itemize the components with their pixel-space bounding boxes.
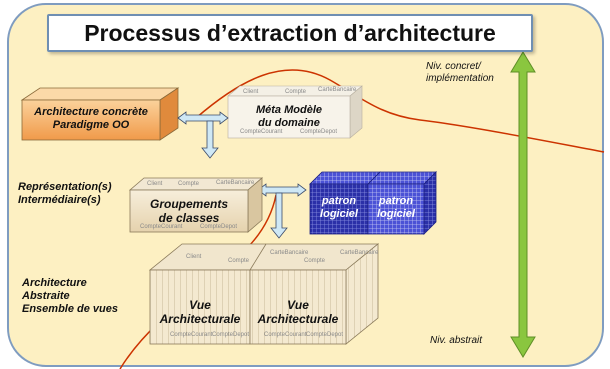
inner-label-grp-compte: Compte xyxy=(178,181,200,187)
scale-top-label: Niv. concret/ implémentation xyxy=(426,61,494,84)
groupements-label: Groupements de classes xyxy=(149,197,228,225)
inner-label-vue-client: Client xyxy=(186,254,202,260)
meta-model-label: Méta Modèle du domaine xyxy=(255,104,322,129)
inner-label-vue-courant: CompteCourant xyxy=(170,332,213,338)
groupements-cube xyxy=(128,177,264,233)
inner-label-vue-carte-2: CarteBancaire xyxy=(340,250,379,256)
inner-label-grp-carte: CarteBancaire xyxy=(216,180,255,186)
architecture-concrete-label: Architecture concrète Paradigme OO xyxy=(34,106,148,131)
architecture-abstraite-label: Architecture Abstraite Ensemble de vues xyxy=(22,277,118,315)
inner-label-vue-courant-2: CompteCourant xyxy=(264,332,307,338)
inner-label-vue-compte-2: Compte xyxy=(304,258,326,264)
representation-label: Représentation(s) Intermédiaire(s) xyxy=(18,181,112,206)
vue-architecturale-cube xyxy=(148,243,380,345)
patron-label-1: patron logiciel xyxy=(320,195,358,220)
connector-arrows xyxy=(177,111,307,239)
inner-label-vue-compte: Compte xyxy=(228,258,250,264)
inner-label-meta-depot: CompteDepot xyxy=(300,129,337,135)
inner-label-grp-client: Client xyxy=(147,181,163,187)
vue-label-1: Vue Architecturale xyxy=(159,298,241,326)
inner-label-vue-depot-2: CompteDepot xyxy=(306,332,343,338)
inner-label-meta-carte: CarteBancaire xyxy=(318,87,357,93)
inner-label-grp-courant: CompteCourant xyxy=(140,224,183,230)
meta-model-cube xyxy=(227,85,363,139)
inner-label-meta-courant: CompteCourant xyxy=(240,129,283,135)
inner-label-meta-client: Client xyxy=(243,89,259,95)
patron-cube-2 xyxy=(367,171,437,235)
diagram-title: Processus d’extraction d’architecture xyxy=(47,14,533,52)
inner-label-meta-compte: Compte xyxy=(285,89,307,95)
patron-label-2: patron logiciel xyxy=(377,195,415,220)
inner-label-vue-depot: CompteDepot xyxy=(212,332,249,338)
architecture-concrete-cube xyxy=(20,87,180,141)
inner-label-grp-depot: CompteDepot xyxy=(200,224,237,230)
boundary-curve xyxy=(195,69,605,153)
inner-label-vue-carte: CarteBancaire xyxy=(270,250,309,256)
vue-label-2: Vue Architecturale xyxy=(257,298,339,326)
inner-class-labels: Client Compte CarteBancaire CompteCouran… xyxy=(140,87,379,338)
scale-bottom-label: Niv. abstrait xyxy=(430,335,483,346)
patron-cube-1 xyxy=(309,171,381,235)
abstraction-scale-arrow xyxy=(510,51,536,358)
